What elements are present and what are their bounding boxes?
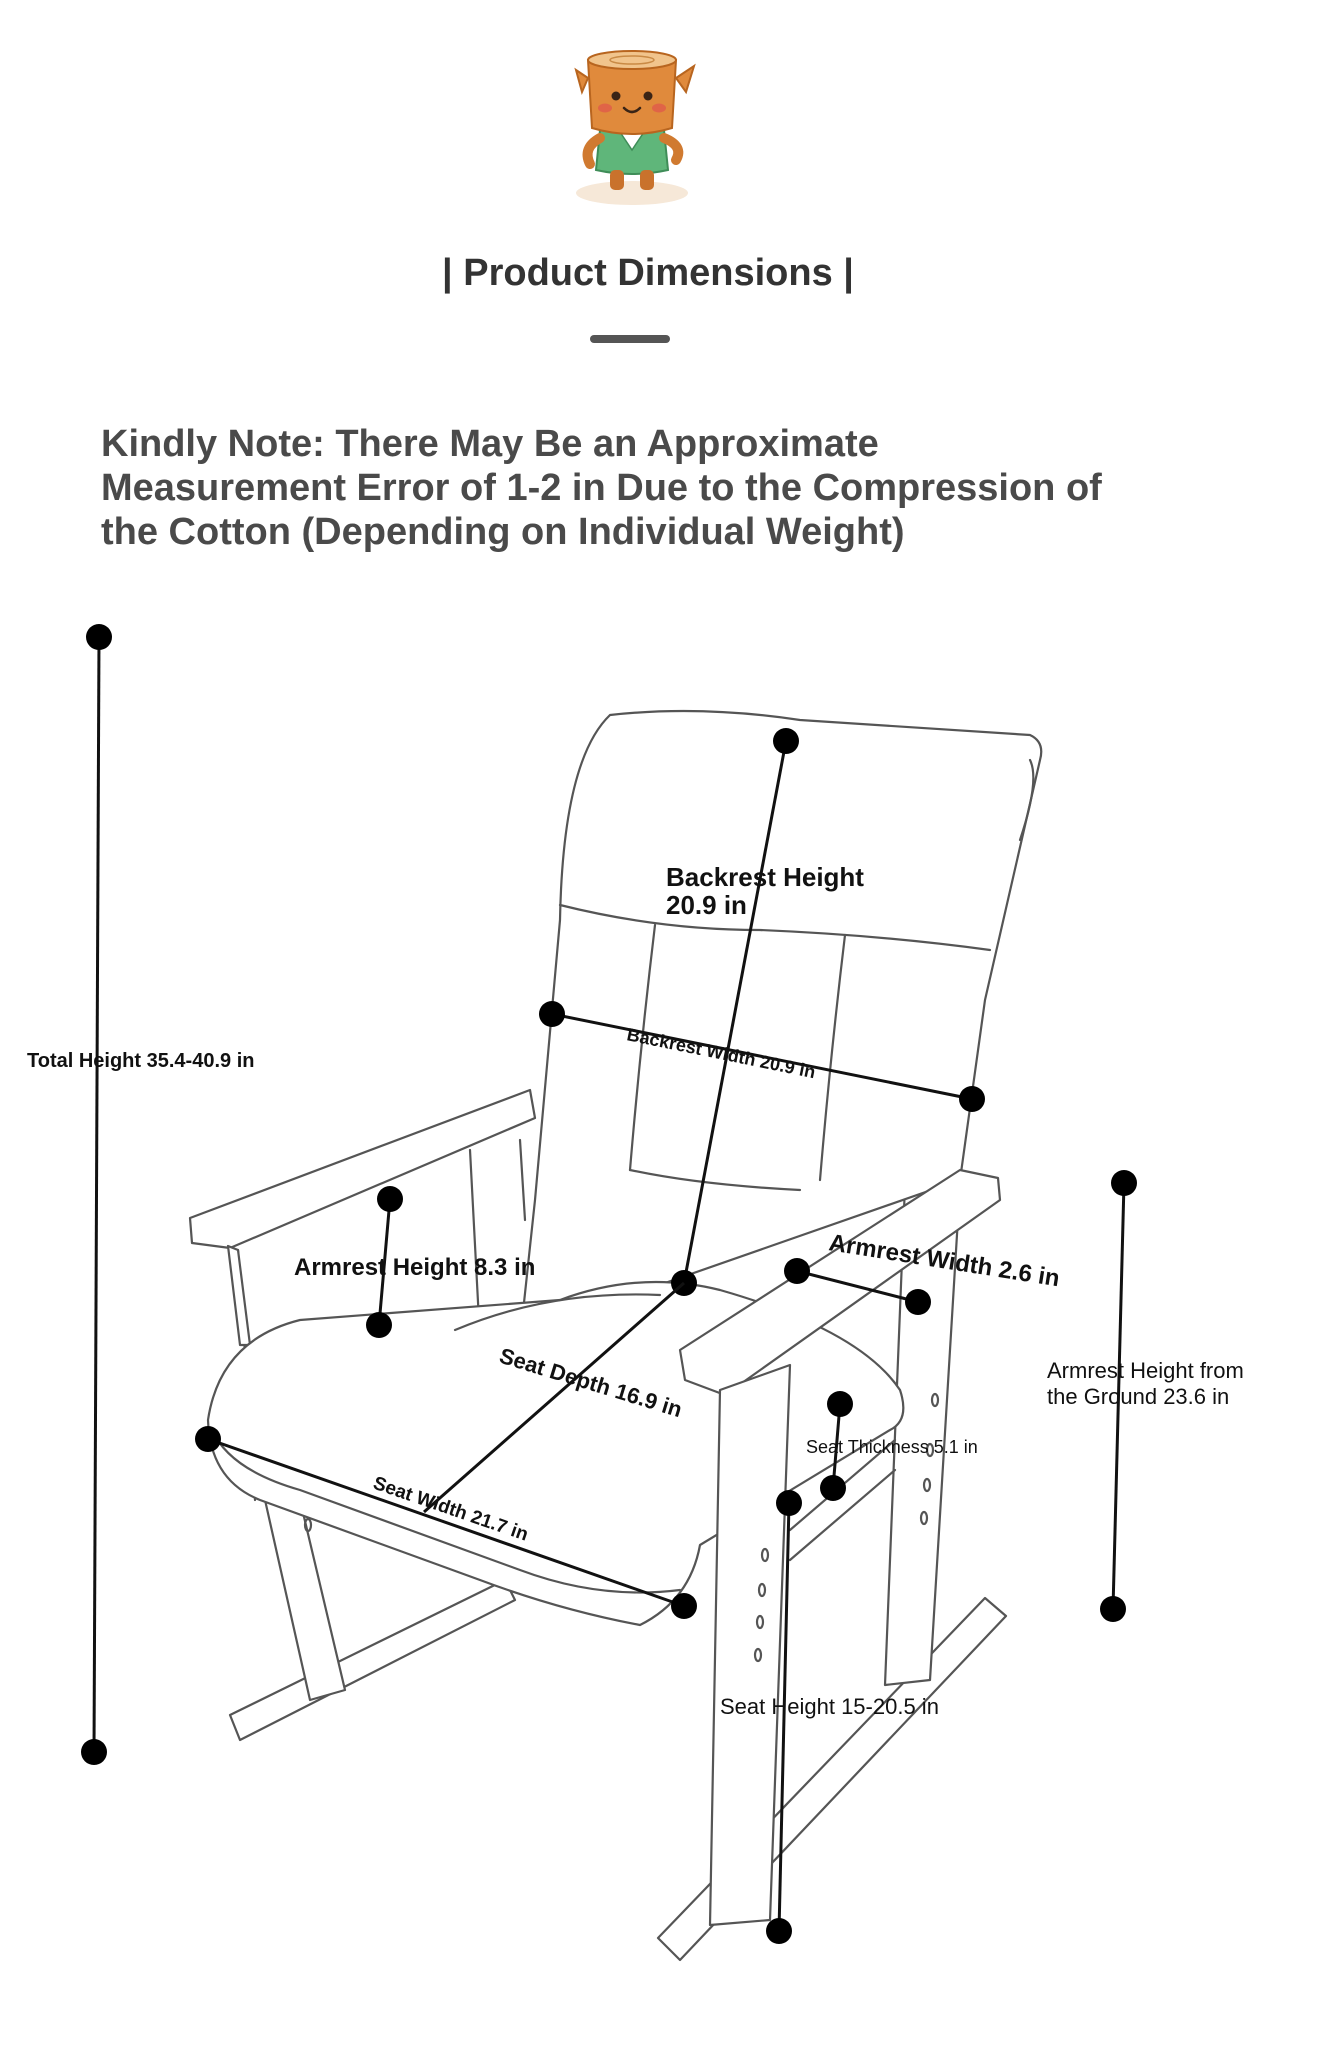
backrest-height-label-line2: 20.9 in	[666, 890, 747, 920]
mascot-logo	[574, 50, 696, 205]
total-height-label: Total Height 35.4-40.9 in	[27, 1050, 254, 1072]
title-underline	[590, 335, 670, 343]
dimension-lines	[81, 624, 1137, 1944]
page-title: | Product Dimensions |	[442, 252, 854, 294]
note-line-1: Kindly Note: There May Be an Approximate	[101, 423, 879, 465]
armrest-ground-label-line1: Armrest Height from	[1047, 1358, 1244, 1383]
seat-thickness-label: Seat Thickness 5.1 in	[806, 1437, 978, 1457]
chair-illustration	[188, 709, 1043, 1962]
height-adjustment-holes	[303, 1392, 940, 1663]
seat-height-label: Seat Height 15-20.5 in	[720, 1694, 939, 1719]
armrest-ground-label-line2: the Ground 23.6 in	[1047, 1384, 1229, 1409]
note-line-3: the Cotton (Depending on Individual Weig…	[101, 511, 905, 553]
measurement-note: Kindly Note: There May Be an Approximate…	[101, 423, 1102, 553]
backrest-height-label-line1: Backrest Height	[666, 862, 864, 892]
note-line-2: Measurement Error of 1-2 in Due to the C…	[101, 467, 1102, 509]
armrest-height-label: Armrest Height 8.3 in	[294, 1254, 535, 1281]
